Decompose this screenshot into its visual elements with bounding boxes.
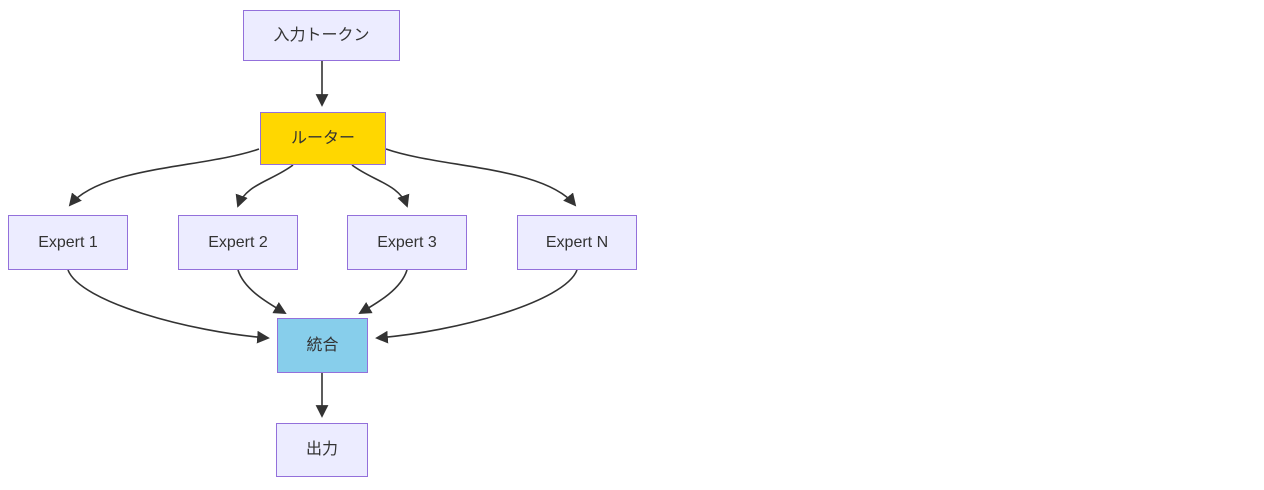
edge-expert3-combine [358, 269, 408, 314]
node-router-label: ルーター [290, 129, 355, 147]
node-output-label: 出力 [305, 441, 338, 459]
node-expert-n-label: Expert N [545, 233, 609, 251]
node-expert-3: Expert 3 [347, 215, 467, 270]
edge-router-expert3 [351, 164, 410, 208]
node-expert-n: Expert N [517, 215, 637, 270]
edge-router-expert2 [235, 164, 294, 208]
edge-router-expert1 [68, 148, 260, 207]
node-input-tokens: 入力トークン [243, 10, 400, 61]
node-expert-2: Expert 2 [178, 215, 298, 270]
edge-router-expertN [385, 148, 577, 207]
edge-expert2-combine [237, 269, 287, 314]
edge-expertN-combine [375, 269, 578, 344]
node-expert-2-label: Expert 2 [208, 233, 268, 251]
node-expert-3-label: Expert 3 [377, 233, 437, 251]
edge-expert1-combine [67, 269, 270, 344]
node-input-tokens-label: 入力トークン [273, 26, 370, 44]
node-router: ルーター [260, 112, 386, 165]
node-aggregation-label: 統合 [306, 336, 339, 354]
node-output: 出力 [276, 423, 368, 477]
node-expert-1-label: Expert 1 [38, 233, 98, 251]
node-expert-1: Expert 1 [8, 215, 128, 270]
node-aggregation: 統合 [277, 318, 368, 373]
